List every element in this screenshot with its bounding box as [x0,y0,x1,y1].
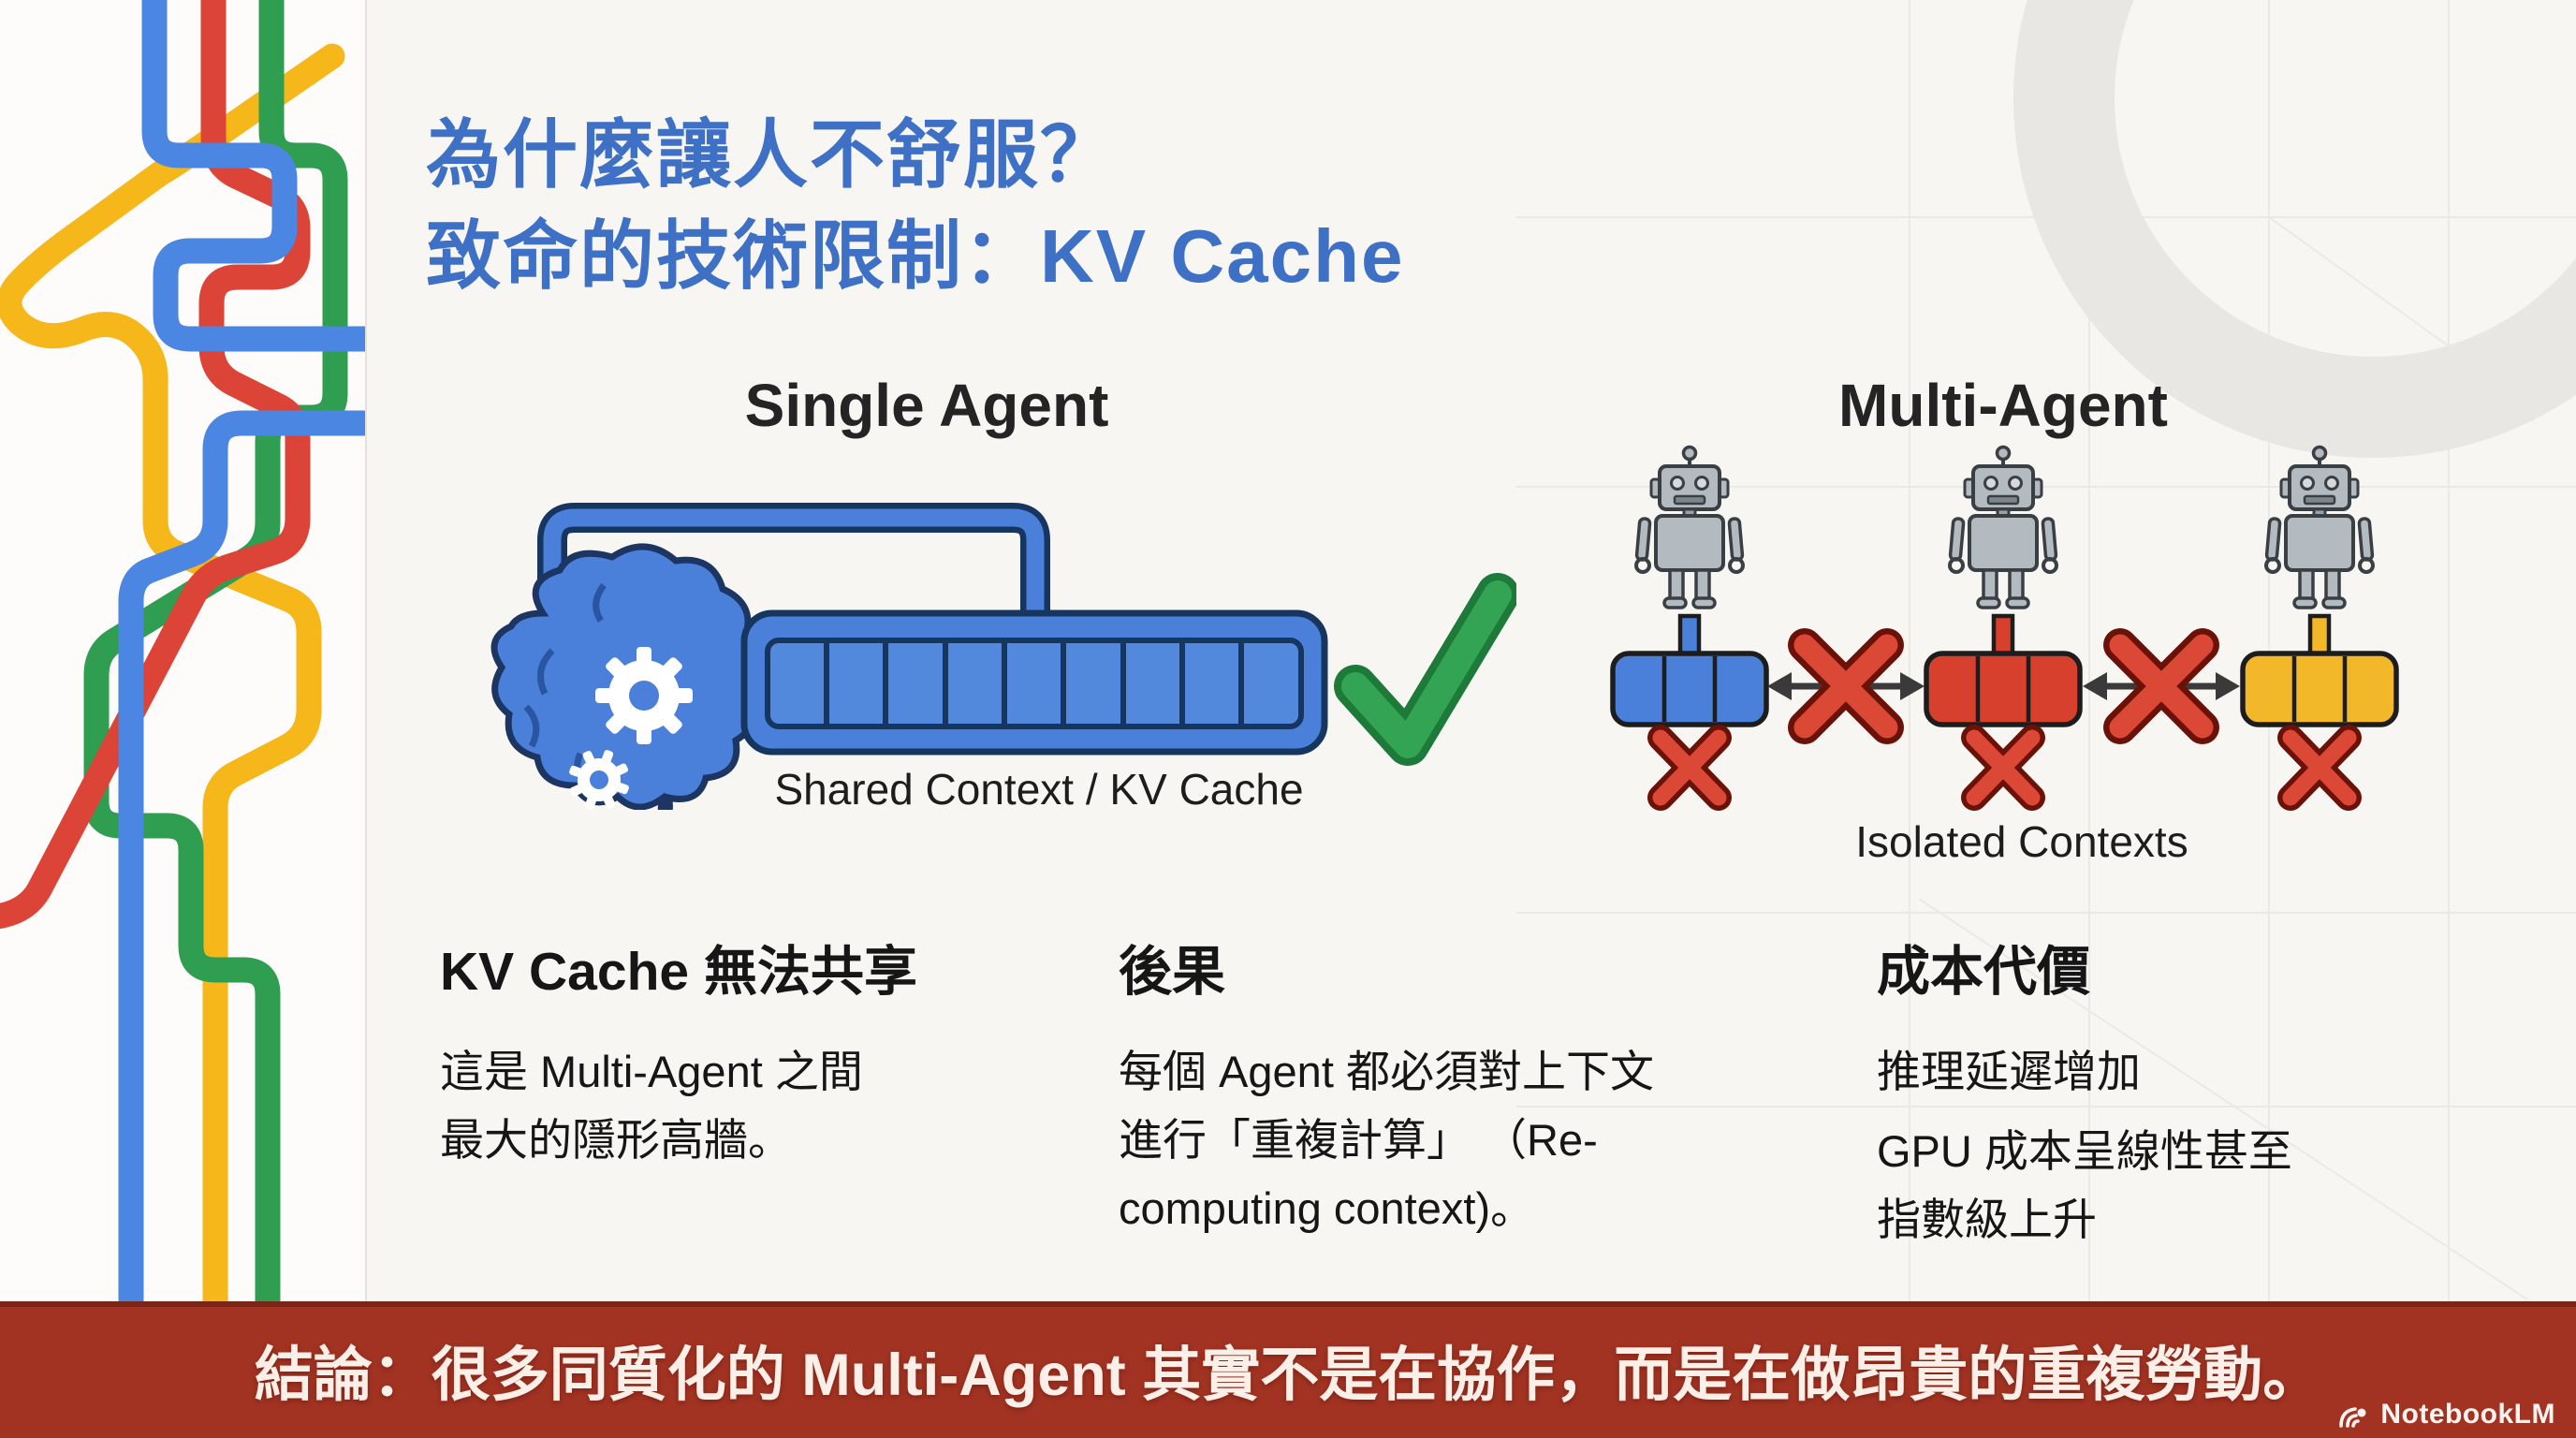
conclusion-text: 結論：很多同質化的 Multi-Agent 其實不是在協作，而是在做昂貴的重複勞… [254,1342,2322,1408]
column-kv-cache: KV Cache 無法共享 這是 Multi-Agent 之間 最大的隱形高牆。 [440,929,1039,1174]
metro-line-blue [141,0,365,352]
column-body-line: 每個 Agent 都必須對上下文 [1119,1047,1654,1096]
title-line-2: 致命的技術限制：KV Cache [426,214,1405,298]
cross-icon [2291,738,2349,798]
brain-icon [490,543,763,810]
column-body-line: 最大的隱形高牆。 [440,1115,792,1165]
page-title: 為什麼讓人不舒服？ 致命的技術限制：KV Cache [426,105,1404,307]
column-body-line: computing context)。 [1119,1183,1535,1233]
isolated-contexts-caption: Isolated Contexts [1855,817,2188,866]
metro-line-blue-lower [118,410,365,1301]
metro-lines [0,0,365,1301]
ring-decoration [2013,0,2576,458]
gear-icon [595,647,693,744]
cross-icon [1661,738,1719,798]
column-body-line: GPU 成本呈線性甚至 [1877,1126,2292,1176]
conclusion-banner: 結論：很多同質化的 Multi-Agent 其實不是在協作，而是在做昂貴的重複勞… [0,1301,2576,1438]
column-body-line: 這是 Multi-Agent 之間 [440,1047,863,1096]
watermark-label: NotebookLM [2380,1399,2555,1430]
context-box-yellow [2243,616,2396,725]
metro-lines-strip [0,0,367,1301]
multi-agent-diagram [1591,445,2434,833]
single-agent-diagram [490,503,1516,810]
title-line-1: 為什麼讓人不舒服？ [426,113,1117,197]
single-agent-heading: Single Agent [744,372,1109,439]
cross-icon [1974,738,2032,798]
notebooklm-icon [2339,1407,2366,1428]
watermark: NotebookLM [2337,1399,2555,1431]
column-heading: KV Cache 無法共享 [440,942,917,1002]
gear-small-icon [569,750,629,810]
blocked-arrow-icon [2083,645,2240,727]
metro-line-yellow [0,43,345,1301]
column-heading: 成本代價 [1877,942,2090,1002]
loop-connector-icon [537,503,1050,621]
cache-bar-icon [740,609,1328,756]
column-heading: 後果 [1119,942,1225,1002]
robot-icon [1948,445,2058,609]
context-box-blue [1613,616,1766,725]
robot-icon [2264,445,2375,609]
column-consequence: 後果 每個 Agent 都必須對上下文 進行「重複計算」 （Re- comput… [1119,929,1783,1242]
context-box-red [1926,616,2080,725]
column-body-line: 推理延遲增加 [1877,1047,2141,1096]
column-body-line: 指數級上升 [1877,1195,2097,1244]
shared-context-caption: Shared Context / KV Cache [774,765,1304,814]
column-body-line: 進行「重複計算」 （Re- [1119,1115,1598,1165]
robot-icon [1634,445,1745,609]
multi-agent-heading: Multi-Agent [1838,372,2168,439]
blocked-arrow-icon [1767,645,1925,727]
column-cost: 成本代價 推理延遲增加 GPU 成本呈線性甚至 指數級上升 [1877,929,2513,1254]
check-icon [1334,573,1516,766]
